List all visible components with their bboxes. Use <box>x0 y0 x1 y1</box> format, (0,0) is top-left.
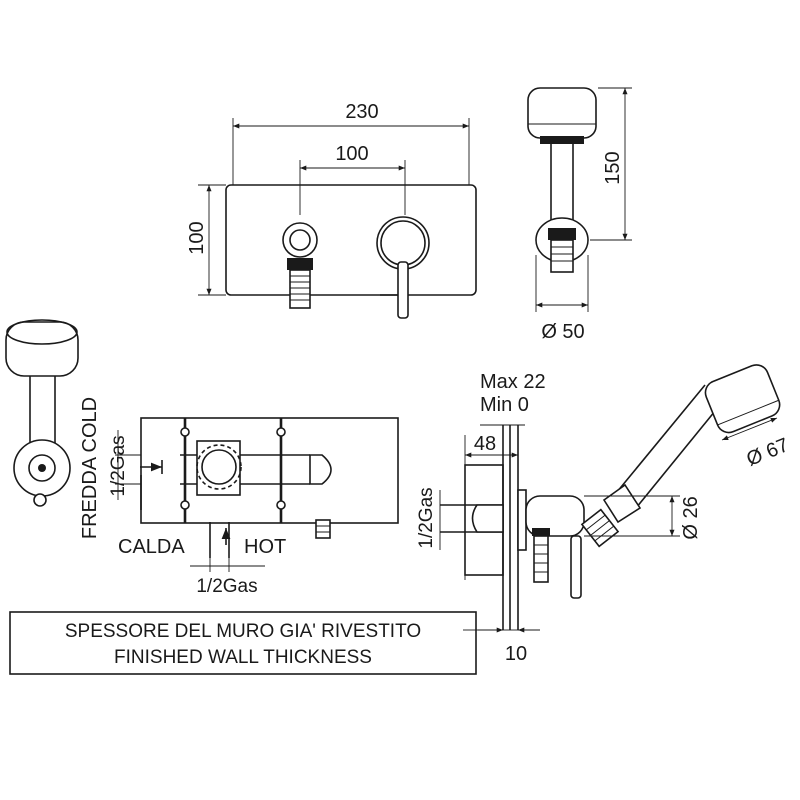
dim-inlet-spacing: 100 <box>335 143 368 165</box>
front-plate <box>225 184 477 296</box>
dim-holder-diameter: Ø 50 <box>541 321 584 343</box>
dim-wall-max: Max 22 <box>480 371 546 393</box>
body-view <box>115 417 399 572</box>
dim-wall-min: Min 0 <box>480 394 529 416</box>
outlet-nut <box>287 258 313 270</box>
dim-depth: 48 <box>474 433 496 455</box>
dim-finished-offset: 10 <box>505 643 527 665</box>
label-gas-left: 1/2Gas <box>108 435 129 496</box>
dim-holder-height: 150 <box>602 151 624 184</box>
dim-pipe-diameter: Ø 26 <box>680 496 702 539</box>
dim-front-width: 230 <box>345 101 378 123</box>
label-hot-en: HOT <box>244 536 286 558</box>
label-gas-side: 1/2Gas <box>416 487 437 548</box>
valve-body <box>196 440 241 496</box>
holder-view <box>527 87 632 312</box>
front-view <box>198 118 477 319</box>
note-line-2: FINISHED WALL THICKNESS <box>114 647 372 668</box>
note-line-1: SPESSORE DEL MURO GIA' RIVESTITO <box>65 621 421 642</box>
note-box <box>9 611 477 675</box>
side-section-view <box>439 364 781 633</box>
label-gas-bottom: 1/2Gas <box>196 576 257 597</box>
hand-shower-head <box>704 364 781 434</box>
dim-front-height: 100 <box>186 221 208 254</box>
mixer-lever <box>397 261 409 319</box>
label-hot-it: CALDA <box>118 536 185 558</box>
wall-box <box>140 417 399 524</box>
outlet-ring <box>282 222 318 258</box>
shower-head <box>527 87 597 139</box>
dim-head-diameter: Ø 67 <box>744 434 792 471</box>
label-cold: FREDDA COLD <box>79 397 101 539</box>
hand-shower-view <box>5 319 79 507</box>
wall-connector <box>525 495 585 537</box>
